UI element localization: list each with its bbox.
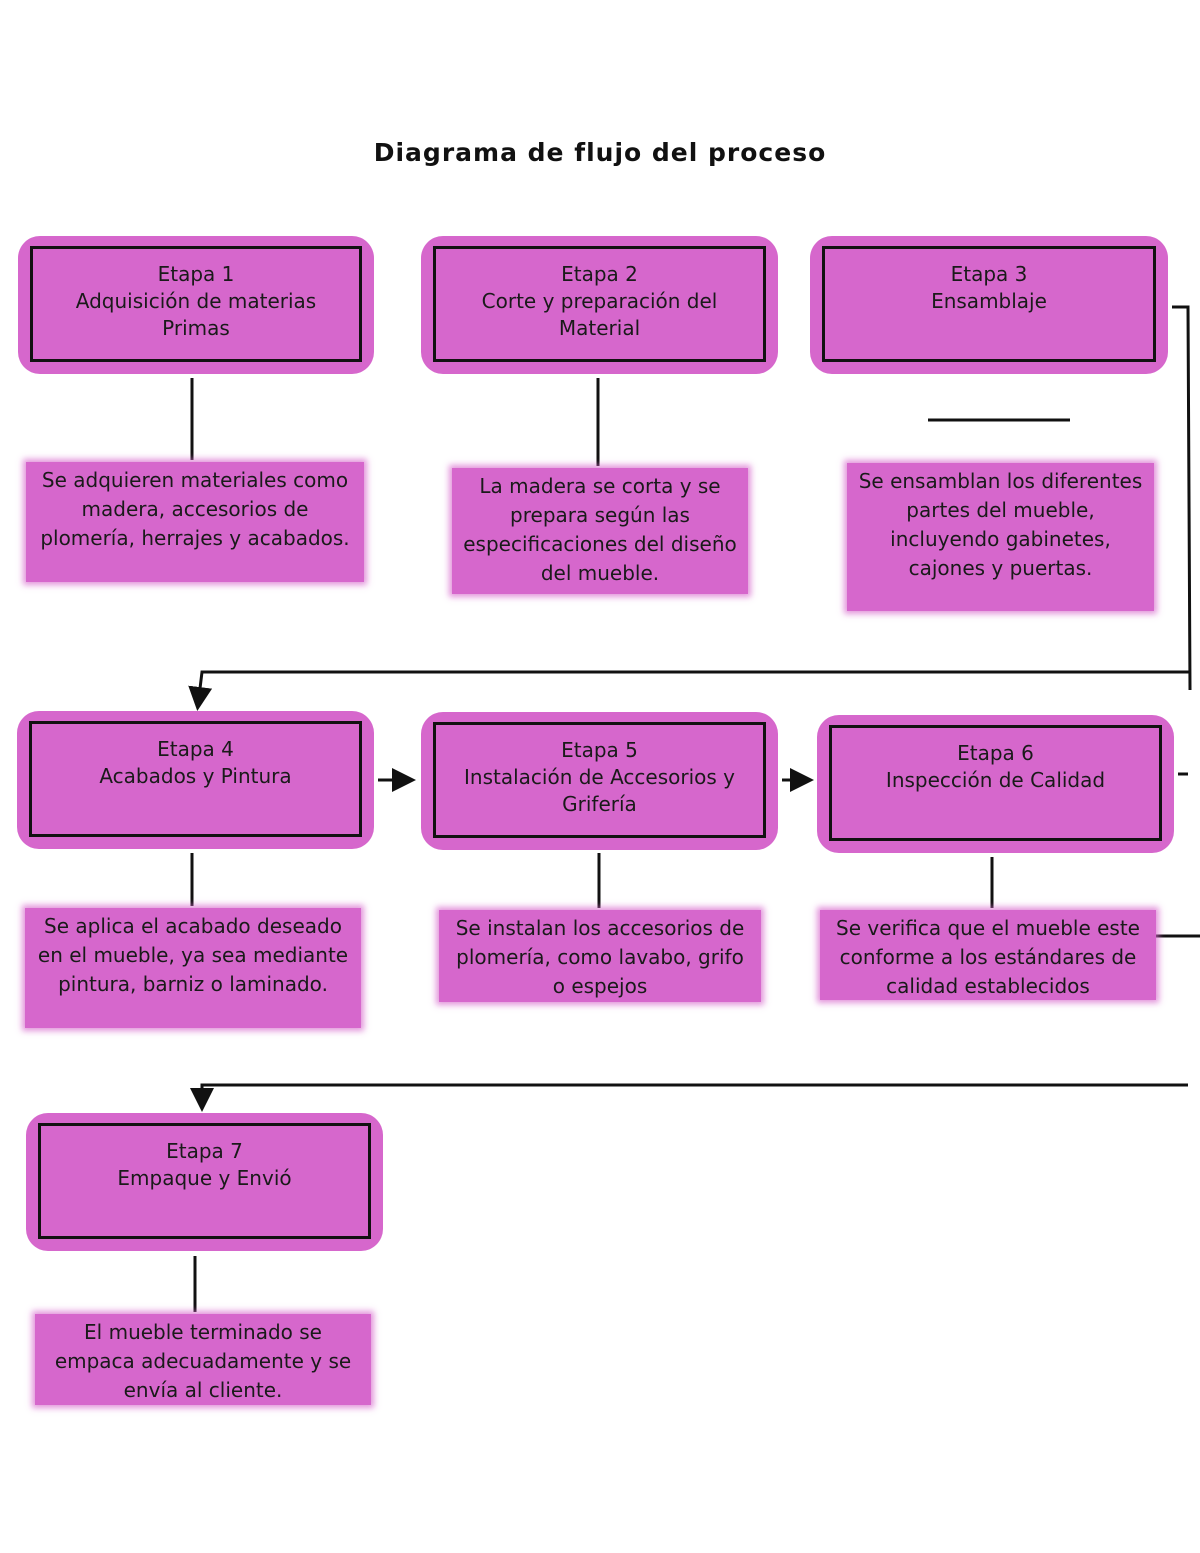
stage-2-description: La madera se corta y se prepara según la… [452, 468, 748, 594]
stage-7-box: Etapa 7 Empaque y Envió [26, 1113, 383, 1251]
stage-4-description: Se aplica el acabado deseado en el muebl… [25, 908, 361, 1028]
stage-1-box: Etapa 1 Adquisición de materias Primas [18, 236, 374, 374]
stage-5-name: Instalación de Accesorios y Grifería [464, 765, 735, 816]
stage-5-label: Etapa 5 [561, 738, 638, 762]
stage-5-box: Etapa 5 Instalación de Accesorios y Grif… [421, 712, 778, 850]
stage-2-box: Etapa 2 Corte y preparación del Material [421, 236, 778, 374]
stage-3-description: Se ensamblan los diferentes partes del m… [847, 463, 1154, 611]
stage-7-description: El mueble terminado se empaca adecuadame… [35, 1314, 371, 1405]
stage-3-label: Etapa 3 [950, 262, 1028, 286]
stage-1-name: Adquisición de materias Primas [75, 289, 317, 340]
stage-7-label: Etapa 7 [166, 1139, 243, 1163]
stage-6-description: Se verifica que el mueble este conforme … [820, 910, 1156, 1000]
stage-1-description: Se adquieren materiales como madera, acc… [26, 462, 364, 582]
stage-2-name: Corte y preparación del Material [481, 289, 718, 340]
stage-6-label: Etapa 6 [957, 741, 1034, 765]
stage-2-label: Etapa 2 [561, 262, 638, 286]
stage-3-box: Etapa 3 Ensamblaje [810, 236, 1168, 374]
stage-5-description: Se instalan los accesorios de plomería, … [439, 910, 761, 1002]
flow-3-to-4-return [188, 670, 1190, 711]
stage-1-label: Etapa 1 [157, 262, 235, 286]
stage-3-name: Ensamblaje [931, 289, 1047, 313]
stage-4-label: Etapa 4 [157, 737, 234, 761]
flow-6-to-7 [190, 1083, 1188, 1112]
stage-4-box: Etapa 4 Acabados y Pintura [17, 711, 374, 849]
stage-6-box: Etapa 6 Inspección de Calidad [817, 715, 1174, 853]
diagram-title: Diagrama de flujo del proceso [373, 138, 827, 167]
stage-4-name: Acabados y Pintura [99, 764, 292, 788]
flow-3-to-4 [1172, 305, 1192, 691]
stage-7-name: Empaque y Envió [117, 1166, 292, 1190]
stage-6-name: Inspección de Calidad [885, 768, 1106, 792]
